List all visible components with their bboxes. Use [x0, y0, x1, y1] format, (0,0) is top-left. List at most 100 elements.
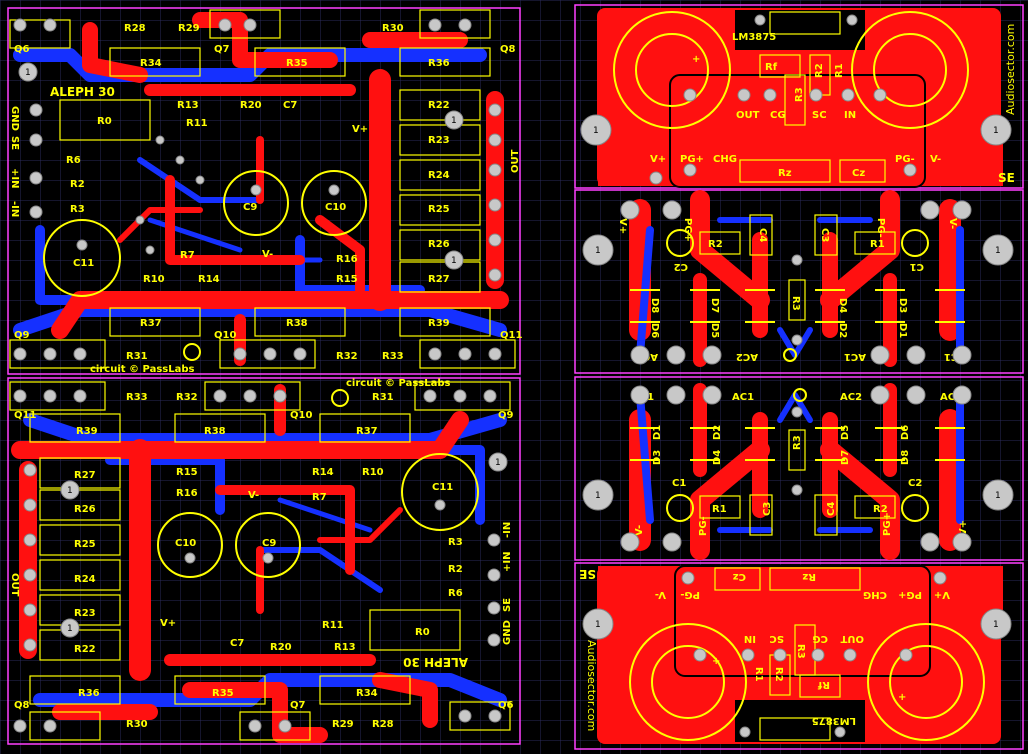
svg-text:R13: R13 — [177, 100, 199, 111]
svg-text:1: 1 — [25, 68, 31, 78]
svg-text:1: 1 — [595, 620, 601, 630]
svg-text:1: 1 — [993, 620, 999, 630]
aleph-bottom-board: Q11 Q10 Q9 R39 R38 R37 R33 R32 R31 circu… — [7, 377, 521, 745]
svg-text:R3: R3 — [70, 204, 85, 215]
svg-text:R14: R14 — [312, 467, 334, 478]
svg-text:R31: R31 — [372, 392, 394, 403]
pin-vplus-label-b: V+ — [934, 589, 950, 600]
svg-text:R2: R2 — [448, 564, 463, 575]
svg-text:R3: R3 — [448, 537, 463, 548]
svg-text:PG-: PG- — [698, 516, 709, 536]
svg-text:R10: R10 — [143, 274, 165, 285]
svg-text:R38: R38 — [286, 318, 308, 329]
svg-text:R15: R15 — [336, 274, 358, 285]
svg-text:R22: R22 — [428, 100, 450, 111]
svg-text:Rz: Rz — [802, 571, 816, 582]
pin-pgplus-label: PG+ — [680, 154, 704, 165]
svg-text:1: 1 — [993, 126, 999, 136]
svg-text:R16: R16 — [176, 488, 198, 499]
input-se-label-b: SE — [502, 598, 513, 612]
svg-text:AC2: AC2 — [736, 351, 758, 362]
svg-text:R32: R32 — [336, 351, 358, 362]
svg-text:R2: R2 — [814, 63, 825, 78]
aleph-top-title: ALEPH 30 — [50, 85, 115, 99]
svg-text:Cz: Cz — [852, 168, 865, 179]
svg-text:C2: C2 — [908, 478, 922, 489]
svg-text:AC2: AC2 — [940, 392, 962, 403]
svg-text:C10: C10 — [175, 538, 196, 549]
svg-text:Q6: Q6 — [14, 44, 30, 55]
input-plus-in-label-b: +IN — [502, 552, 513, 572]
svg-text:R7: R7 — [180, 250, 195, 261]
svg-text:C4: C4 — [826, 502, 837, 516]
svg-text:C2: C2 — [674, 261, 688, 272]
signal-sc-label: SC — [812, 110, 827, 121]
svg-text:R25: R25 — [74, 539, 96, 550]
svg-text:R2: R2 — [708, 239, 723, 250]
svg-text:R7: R7 — [312, 492, 327, 503]
svg-text:R39: R39 — [76, 426, 98, 437]
svg-text:R35: R35 — [212, 688, 234, 699]
svg-text:V-: V- — [634, 525, 645, 536]
pin-pgminus-label-b: PG- — [680, 589, 700, 600]
svg-text:R24: R24 — [74, 574, 96, 585]
svg-text:R33: R33 — [126, 392, 148, 403]
svg-text:D6: D6 — [900, 425, 911, 440]
chip-label-b: LM3875 — [812, 715, 856, 726]
svg-text:V+: V+ — [617, 218, 628, 234]
svg-text:Q10: Q10 — [214, 330, 236, 341]
svg-text:C11: C11 — [73, 258, 94, 269]
svg-text:Q8: Q8 — [14, 700, 30, 711]
svg-text:R23: R23 — [428, 135, 450, 146]
svg-text:V-: V- — [262, 249, 273, 260]
svg-text:R30: R30 — [382, 23, 404, 34]
input-gnd-label-b: GND — [502, 620, 513, 645]
lm3875-bottom-board: Cz Rz V- PG- CHG PG+ V+ IN SC CG OUT R3 … — [574, 562, 1024, 750]
svg-text:R27: R27 — [74, 470, 96, 481]
svg-text:1: 1 — [995, 246, 1001, 256]
svg-text:AC1: AC1 — [844, 351, 866, 362]
aleph-top-board: Q6 Q7 Q8 R34 R35 R36 R28 R29 R30 ALEPH 3… — [7, 7, 522, 375]
svg-text:Q11: Q11 — [14, 410, 36, 421]
svg-text:PG-: PG- — [875, 218, 886, 238]
pin-chg-label-b: CHG — [863, 589, 887, 600]
svg-text:C3: C3 — [819, 228, 830, 242]
svg-text:R1: R1 — [834, 63, 845, 78]
svg-text:C4: C4 — [757, 228, 768, 242]
pin-pgplus-label-b: PG+ — [898, 589, 922, 600]
svg-text:R22: R22 — [74, 644, 96, 655]
svg-text:AC2: AC2 — [840, 392, 862, 403]
svg-text:D3: D3 — [652, 450, 663, 465]
psu-top-board: V+ PG+ PG- V- R2 C4 C3 R1 C2 C1 R3 D8 D6… — [574, 189, 1024, 374]
svg-text:R11: R11 — [322, 620, 344, 631]
svg-text:1: 1 — [595, 491, 601, 501]
svg-text:D5: D5 — [709, 323, 720, 338]
svg-text:V-: V- — [248, 490, 259, 501]
svg-text:D6: D6 — [649, 323, 660, 338]
svg-text:R36: R36 — [78, 688, 100, 699]
svg-text:R34: R34 — [356, 688, 378, 699]
svg-text:D5: D5 — [840, 425, 851, 440]
input-minus-in-label-b: -IN — [502, 522, 513, 538]
svg-text:Cz: Cz — [733, 571, 746, 582]
svg-text:Q8: Q8 — [500, 44, 516, 55]
svg-text:1: 1 — [595, 246, 601, 256]
signal-out-label-b: OUT — [840, 633, 864, 644]
aleph-bottom-out-label: OUT — [9, 573, 20, 597]
svg-text:C9: C9 — [262, 538, 276, 549]
svg-text:C11: C11 — [432, 482, 453, 493]
svg-text:C10: C10 — [325, 202, 346, 213]
svg-text:Q11: Q11 — [500, 330, 522, 341]
svg-text:1: 1 — [67, 624, 73, 634]
signal-in-label-b: IN — [744, 633, 756, 644]
pin-vminus-label: V- — [930, 154, 941, 165]
svg-text:D3: D3 — [897, 298, 908, 313]
svg-text:R32: R32 — [176, 392, 198, 403]
svg-text:D2: D2 — [712, 425, 723, 440]
svg-text:PG+: PG+ — [682, 218, 693, 242]
svg-text:V+: V+ — [160, 618, 176, 629]
svg-text:R6: R6 — [66, 155, 81, 166]
aleph-bottom-pads: 1 1 1 — [13, 389, 508, 733]
